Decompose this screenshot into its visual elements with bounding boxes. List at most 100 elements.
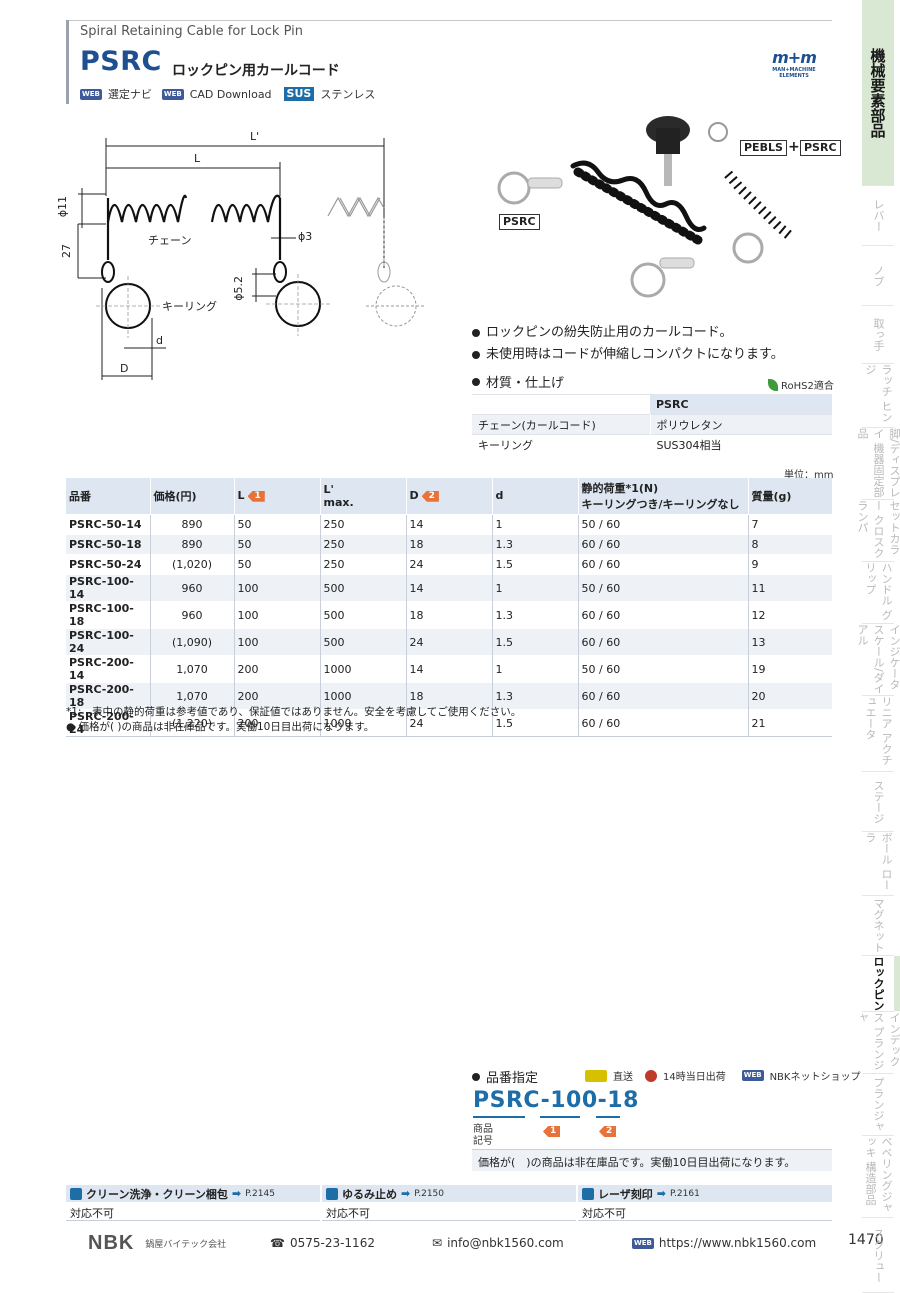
note-price: ● 価格が( )の商品は非在庫品です。実働10日目出荷になります。 xyxy=(66,721,375,733)
cell-L: 100 xyxy=(234,601,321,629)
cell-D: 24 xyxy=(406,554,493,575)
selection-navi-link[interactable]: 選定ナビ xyxy=(107,88,152,101)
cell-Lp: 1000 xyxy=(320,655,407,683)
bullet-icon xyxy=(472,377,480,386)
sus-badge: SUS xyxy=(283,87,315,101)
options-row: クリーン洗浄・クリーン梱包➡P.2145 対応不可 ゆるみ止め➡P.2150 対… xyxy=(66,1185,832,1221)
dim-phi3: ϕ3 xyxy=(298,230,313,243)
cell-L: 200 xyxy=(234,682,321,710)
dim-d: d xyxy=(156,334,163,347)
bullet-icon xyxy=(472,351,480,359)
cell-code: PSRC-200-14 xyxy=(66,655,151,683)
side-tab[interactable]: ボール ローラ xyxy=(862,832,894,896)
material-value: ポリウレタン xyxy=(650,414,832,435)
col-load: 静的荷重*1(N)キーリングつき/キーリングなし xyxy=(578,478,749,514)
pn-underline xyxy=(596,1116,620,1118)
label-key-ring: キーリング xyxy=(162,300,217,313)
material-value: SUS304相当 xyxy=(650,434,832,455)
cell-mass: 9 xyxy=(748,554,832,575)
cell-mass: 12 xyxy=(748,601,832,629)
dim-D: D xyxy=(120,362,129,375)
product-photo xyxy=(497,116,794,298)
bullet-icon xyxy=(472,329,480,337)
material-table-header: PSRC xyxy=(650,394,832,415)
cell-L: 100 xyxy=(234,628,321,656)
cell-load: 60 / 60 xyxy=(578,533,749,555)
part-number-title: 品番指定 xyxy=(472,1067,538,1086)
material-part: チェーン(カールコード) xyxy=(472,414,651,435)
part-number-example: PSRC-100-18 xyxy=(473,1088,639,1113)
cell-load: 60 / 60 xyxy=(578,554,749,575)
cell-price: 1,070 xyxy=(150,655,235,683)
header-rule xyxy=(66,20,832,21)
clock-icon xyxy=(645,1069,657,1082)
bullet-icon xyxy=(472,1072,480,1081)
side-tab[interactable]: ステージ xyxy=(862,772,894,832)
cell-load: 60 / 60 xyxy=(578,601,749,629)
cell-L: 200 xyxy=(234,709,321,738)
pn-badge-2: 2 xyxy=(599,1126,617,1137)
shipping-info: 直送 14時当日出荷 WEB NBKネットショップ xyxy=(585,1068,860,1083)
photo-label-single: PSRC xyxy=(499,214,540,230)
note-load: *1: 表中の静的荷重は参考値であり、保証値ではありません。安全を考慮してご使用… xyxy=(66,706,522,718)
side-tab[interactable]: ハンドル グリップ xyxy=(862,562,894,624)
technical-drawing xyxy=(77,138,426,380)
cell-price: 890 xyxy=(150,513,235,535)
cell-D: 14 xyxy=(406,574,493,602)
web-icon: WEB xyxy=(80,88,102,100)
option-page-link[interactable]: P.2150 xyxy=(414,1188,445,1199)
cell-L: 50 xyxy=(234,533,321,555)
cell-price: (1,220) xyxy=(150,709,235,738)
cell-d: 1.5 xyxy=(492,554,579,575)
cell-L: 50 xyxy=(234,554,321,575)
cell-d: 1 xyxy=(492,574,579,602)
side-tab[interactable]: マグネット xyxy=(862,896,894,956)
side-tab[interactable]: インジケータ スケール/ダイアル xyxy=(856,624,900,696)
shop-link[interactable]: NBKネットショップ xyxy=(769,1072,861,1083)
option-page-link[interactable]: P.2161 xyxy=(670,1188,700,1199)
option-clean: クリーン洗浄・クリーン梱包➡P.2145 対応不可 xyxy=(66,1185,320,1221)
web-icon: WEB xyxy=(161,88,184,100)
side-tab[interactable]: ノブ xyxy=(862,246,894,306)
cell-D: 18 xyxy=(406,533,493,555)
cell-price: 890 xyxy=(150,533,235,555)
clean-icon xyxy=(70,1187,82,1200)
cell-L: 100 xyxy=(234,574,321,602)
side-tab[interactable]: ラッチ ヒンジ xyxy=(862,364,894,428)
cell-mass: 21 xyxy=(748,709,832,738)
truck-icon xyxy=(585,1069,607,1082)
side-tab[interactable]: ロックピン xyxy=(862,956,900,1012)
side-tab[interactable]: ベベリングジャッキ 構造部品 xyxy=(862,1136,894,1218)
option-page-link[interactable]: P.2145 xyxy=(245,1188,275,1199)
side-tab[interactable]: スクリュー xyxy=(862,1218,894,1293)
side-tab[interactable]: 機械要素部品 xyxy=(862,0,894,186)
pn-note: 価格が( )の商品は非在庫品です。実働10日目出荷になります。 xyxy=(472,1149,832,1171)
cell-code: PSRC-200-18 xyxy=(66,682,151,710)
side-tab[interactable]: リニア アクチュエータ xyxy=(862,696,894,772)
cell-D: 14 xyxy=(406,655,493,683)
dim-27: 27 xyxy=(60,244,73,258)
side-tab[interactable]: 脚/ディスプレイ 機器固定部品 xyxy=(856,428,900,500)
cell-price: (1,020) xyxy=(150,554,235,575)
laser-pen-icon xyxy=(582,1187,594,1200)
cell-load: 60 / 60 xyxy=(578,682,749,710)
cad-download-link[interactable]: CAD Download xyxy=(189,87,272,101)
side-tab[interactable]: セットカラー クロスクランパ xyxy=(856,500,900,562)
side-tab[interactable]: 取っ手 xyxy=(862,306,894,364)
cell-D: 18 xyxy=(406,601,493,629)
cell-price: 1,070 xyxy=(150,682,235,710)
logo-text: MAN+MACHINE ELEMENTS xyxy=(772,67,816,79)
side-tab[interactable]: インデックス プランジャ xyxy=(856,1012,900,1074)
side-tab[interactable]: プランジャ xyxy=(862,1074,894,1136)
pn-underline xyxy=(473,1116,525,1118)
cell-D: 24 xyxy=(406,628,493,656)
side-tab[interactable]: レバー xyxy=(862,186,894,246)
cell-Lp: 500 xyxy=(320,628,407,656)
cell-d: 1.3 xyxy=(492,601,579,629)
